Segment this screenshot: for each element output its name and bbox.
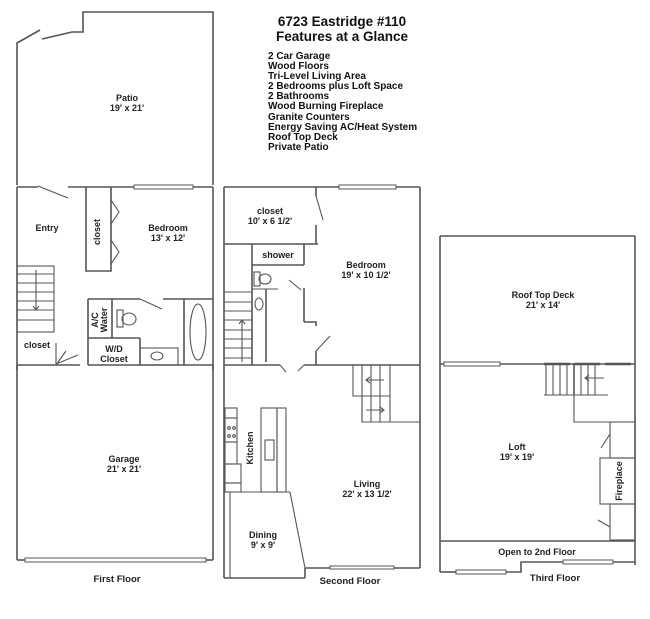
wd-label-1: W/D xyxy=(105,344,123,354)
loft-size: 19' x 19' xyxy=(500,452,534,462)
window xyxy=(133,184,194,190)
feature-item: Wood Burning Fireplace xyxy=(268,101,384,113)
shower-label: shower xyxy=(262,250,294,260)
feature-item: Tri-Level Living Area xyxy=(268,71,366,83)
window xyxy=(329,565,395,570)
first-bedroom-size: 13' x 12' xyxy=(151,233,185,243)
living-size: 22' x 13 1/2' xyxy=(342,489,391,499)
first-closet-label: closet xyxy=(24,340,50,350)
sink-icon xyxy=(264,439,275,461)
feature-item: Wood Floors xyxy=(268,61,329,73)
second-bedroom-size: 19' x 10 1/2' xyxy=(341,270,390,280)
feature-item: 2 Bathrooms xyxy=(268,91,330,103)
feature-item: Granite Counters xyxy=(268,111,350,123)
window xyxy=(338,184,397,190)
feature-item: Private Patio xyxy=(268,141,329,153)
toilet-icon xyxy=(116,309,124,328)
features-list: 2 Car Garage Wood Floors Tri-Level Livin… xyxy=(268,51,418,153)
living-label: Living xyxy=(354,479,381,489)
second-floor-stairs-up xyxy=(352,365,420,423)
second-floor-plan: closet 10' x 6 1/2' shower Bedroom 19' x… xyxy=(223,184,421,587)
feature-item: 2 Car Garage xyxy=(268,51,331,62)
third-floor-stairs xyxy=(544,364,610,423)
first-floor-stairs xyxy=(16,265,55,333)
entry-label: Entry xyxy=(35,223,58,233)
garage-label: Garage xyxy=(108,454,139,464)
fireplace-label: Fireplace xyxy=(614,461,624,501)
title-subtitle: Features at a Glance xyxy=(275,29,409,44)
window xyxy=(562,559,614,565)
page-title: 6723 Eastridge #110 Features at a Glance xyxy=(252,14,432,44)
ac-water-label: Water xyxy=(99,307,109,332)
dining-label: Dining xyxy=(249,530,277,540)
roof-deck-size: 21' x 14' xyxy=(526,300,560,310)
third-floor-plan: Roof Top Deck 21' x 14' xyxy=(439,235,636,584)
loft-label: Loft xyxy=(509,442,526,452)
fireplace xyxy=(597,421,636,541)
third-floor-label: Third Floor xyxy=(530,573,580,584)
title-address: 6723 Eastridge #110 xyxy=(277,14,407,29)
closet-vertical-label: closet xyxy=(92,219,102,245)
stove-icon xyxy=(224,417,238,443)
ac-label: A/C xyxy=(90,312,100,328)
patio-area xyxy=(16,11,214,185)
window xyxy=(455,569,507,575)
second-closet-size: 10' x 6 1/2' xyxy=(248,216,292,226)
roof-deck-label: Roof Top Deck xyxy=(512,290,576,300)
garage-size: 21' x 21' xyxy=(107,464,141,474)
window xyxy=(443,361,501,367)
first-floor-plan: Patio 19' x 21' closet Entry Bedroom 13'… xyxy=(16,11,214,585)
open-to-2nd-label: Open to 2nd Floor xyxy=(498,547,576,557)
first-floor-label: First Floor xyxy=(94,574,141,585)
garage-door xyxy=(24,557,207,563)
first-bedroom-label: Bedroom xyxy=(148,223,188,233)
entry-door xyxy=(37,185,69,199)
second-floor-label: Second Floor xyxy=(320,576,381,587)
patio-label: Patio xyxy=(116,93,139,103)
feature-item: 2 Bedrooms plus Loft Space xyxy=(268,81,404,93)
dining-size: 9' x 9' xyxy=(251,540,275,550)
second-bedroom-label: Bedroom xyxy=(346,260,386,270)
patio-size: 19' x 21' xyxy=(110,103,144,113)
toilet-icon xyxy=(253,271,261,287)
sink-icon xyxy=(139,347,179,366)
kitchen-counters xyxy=(224,407,287,493)
wd-label-2: Closet xyxy=(100,354,128,364)
feature-item: Roof Top Deck xyxy=(268,131,338,143)
feature-item: Energy Saving AC/Heat System xyxy=(268,121,418,133)
sink-icon xyxy=(254,297,264,311)
kitchen-label: Kitchen xyxy=(245,431,255,464)
second-closet-label: closet xyxy=(257,206,283,216)
second-floor-stairs-down xyxy=(224,291,252,362)
bathtub-icon xyxy=(189,303,207,361)
